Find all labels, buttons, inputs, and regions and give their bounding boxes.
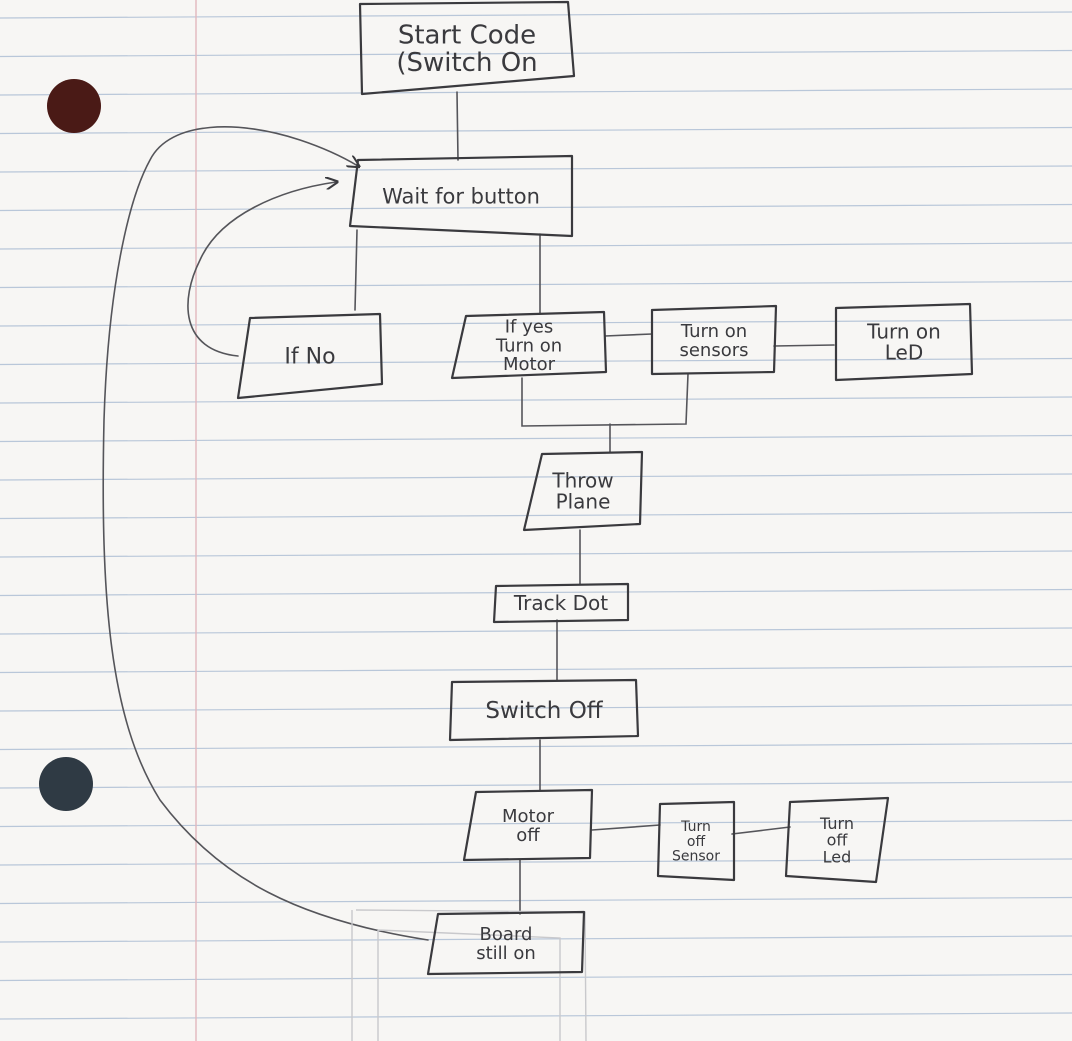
node-label: Led	[823, 847, 852, 866]
loop-arrow-board-wait	[102, 126, 429, 941]
node-box	[348, 154, 574, 238]
ruled-line	[0, 11, 1072, 19]
node-label: Turn on	[866, 320, 941, 344]
ruled-line	[0, 203, 1072, 212]
ruled-line	[0, 280, 1072, 289]
node-label: Sensor	[672, 849, 720, 865]
loop-arrow-ifno-wait	[187, 182, 336, 357]
node-switch-off: Switch Off	[448, 678, 640, 742]
binder-hole-top	[47, 79, 101, 133]
node-label: Turn on	[680, 321, 747, 342]
node-start: Start Code(Switch On	[358, 0, 576, 96]
node-label: If yes	[505, 316, 553, 337]
ruled-line	[0, 858, 1072, 866]
ruled-line	[0, 165, 1072, 173]
ruled-line	[0, 511, 1072, 520]
ruled-line	[0, 49, 1072, 58]
ruled-line	[0, 665, 1072, 674]
node-label: LeD	[885, 341, 924, 365]
node-if-no: If No	[236, 312, 384, 400]
ruled-line	[0, 781, 1072, 789]
ruled-line	[0, 357, 1072, 366]
ruled-line	[0, 550, 1072, 558]
binder-hole-bottom	[39, 757, 93, 811]
node-box	[522, 450, 644, 532]
node-track: Track Dot	[492, 582, 630, 624]
ruled-line	[0, 126, 1072, 135]
connector-sensors-led	[773, 344, 835, 347]
node-label: Turn	[680, 819, 711, 835]
connector-merge	[521, 373, 689, 427]
node-wait: Wait for button	[348, 154, 574, 238]
node-label: off	[827, 831, 849, 850]
node-box	[462, 788, 594, 862]
ruled-line	[0, 973, 1072, 982]
node-label: (Switch On	[396, 48, 537, 78]
ruled-line	[0, 88, 1072, 96]
node-label: Throw	[551, 469, 613, 493]
nodes: Start Code(Switch On Wait for button If No…	[236, 0, 974, 976]
node-label: Plane	[556, 490, 611, 514]
node-label: Start Code	[398, 20, 536, 50]
ruled-line	[0, 819, 1072, 828]
ruled-line	[0, 434, 1072, 443]
ruled-line	[0, 396, 1072, 404]
node-box	[650, 304, 778, 376]
node-label: Motor	[503, 354, 556, 375]
connector-start-wait	[456, 91, 459, 161]
ruled-line	[0, 242, 1072, 250]
node-box	[784, 796, 890, 884]
node-label: Track Dot	[513, 591, 608, 615]
node-box	[358, 0, 576, 96]
ruled-line	[0, 588, 1072, 597]
node-box	[426, 910, 586, 976]
ruled-line	[0, 742, 1072, 751]
connector-motoroff-sensoroff	[591, 824, 661, 831]
node-label: Turn	[819, 814, 854, 833]
node-label: off	[516, 825, 540, 846]
node-label: off	[687, 834, 706, 850]
node-box	[448, 678, 640, 742]
ruled-line	[0, 935, 1072, 943]
node-label: Turn on	[495, 335, 562, 356]
node-box	[450, 310, 608, 380]
ruled-line	[0, 704, 1072, 712]
connector-wait-ifno	[354, 229, 358, 311]
node-label: If No	[284, 345, 335, 370]
node-box	[236, 312, 384, 400]
ruled-line	[0, 1012, 1072, 1020]
node-label: Board	[480, 924, 533, 945]
node-box	[834, 302, 974, 382]
node-label: Switch Off	[485, 698, 603, 724]
node-label: sensors	[679, 340, 748, 361]
node-label: still on	[476, 943, 536, 964]
connector-sensoroff-ledoff	[731, 826, 791, 835]
node-box	[656, 800, 736, 882]
node-box	[492, 582, 630, 624]
connectors	[102, 91, 835, 941]
node-label: Motor	[502, 806, 555, 827]
node-label: Wait for button	[382, 184, 540, 208]
ruled-line	[0, 896, 1072, 905]
ruled-line	[0, 627, 1072, 635]
ruled-lines	[0, 11, 1072, 1020]
ruled-line	[0, 319, 1072, 327]
connector-motor-sensors	[604, 333, 653, 337]
